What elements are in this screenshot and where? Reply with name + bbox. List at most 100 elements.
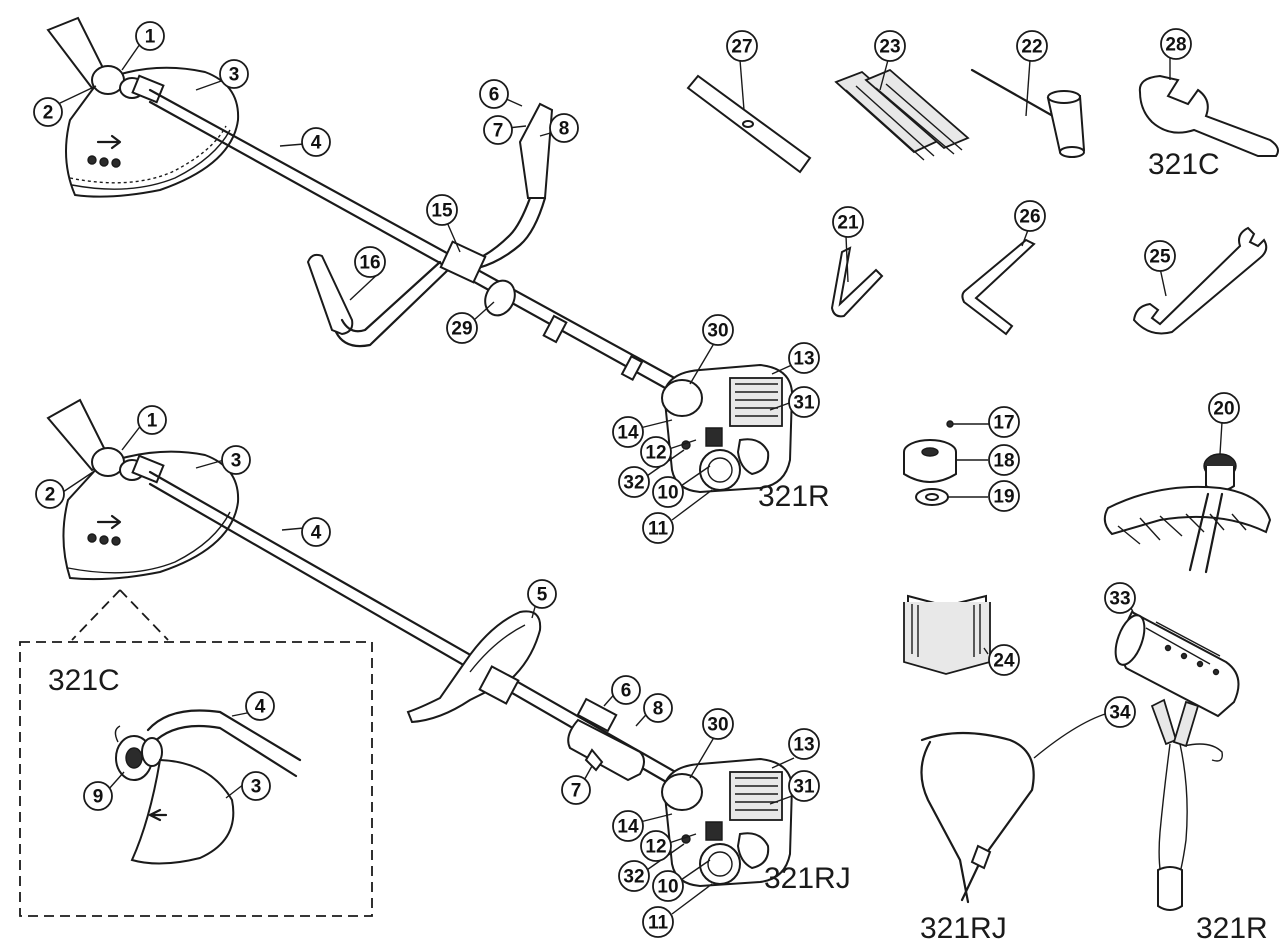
callout-label-b5: 5 xyxy=(537,585,548,606)
callout-label-a20: 20 xyxy=(1213,399,1234,420)
callout-circle-b13 xyxy=(788,728,820,760)
callout-label-c2: 2 xyxy=(43,103,54,124)
callout-label-b2: 2 xyxy=(45,485,56,506)
callout-label-a33: 33 xyxy=(1109,589,1130,610)
callout-circle-c3 xyxy=(219,59,249,89)
callout-label-a28: 28 xyxy=(1165,35,1186,56)
callout-label-b14: 14 xyxy=(617,817,639,838)
callout-label-b12: 12 xyxy=(645,837,666,858)
callout-circle-c16 xyxy=(354,246,386,278)
label-321rj-harness: 321RJ xyxy=(920,912,1007,945)
callout-circle-c13 xyxy=(788,342,820,374)
callout-circle-c4 xyxy=(301,127,331,157)
callout-circle-b31 xyxy=(788,770,820,802)
callout-circle-b12 xyxy=(640,830,672,862)
label-321r-top: 321R xyxy=(758,480,830,513)
callout-circle-b30 xyxy=(702,708,734,740)
callout-circle-b1 xyxy=(137,405,167,435)
bottom-assembly xyxy=(46,398,794,888)
callout-label-a24: 24 xyxy=(993,651,1015,672)
callout-label-a34: 34 xyxy=(1109,703,1131,724)
callout-label-a23: 23 xyxy=(879,37,900,58)
callout-label-c29: 29 xyxy=(451,319,472,340)
callout-label-c10: 10 xyxy=(657,483,678,504)
callout-label-a25: 25 xyxy=(1149,247,1171,268)
callout-circle-c12 xyxy=(640,436,672,468)
callout-label-b1: 1 xyxy=(147,411,158,432)
callout-label-c32: 32 xyxy=(623,473,644,494)
callout-circle-b14 xyxy=(612,810,644,842)
callout-label-c13: 13 xyxy=(793,349,814,370)
callout-label-b10: 10 xyxy=(657,877,678,898)
callout-label-c30: 30 xyxy=(707,321,728,342)
callout-label-a22: 22 xyxy=(1021,37,1042,58)
callout-label-b4: 4 xyxy=(311,523,322,544)
callout-circle-a24 xyxy=(988,644,1020,676)
leader-lines xyxy=(57,43,1223,915)
callout-circle-b10 xyxy=(652,870,684,902)
callout-circle-i9 xyxy=(83,781,113,811)
callout-circle-b6 xyxy=(611,675,641,705)
callout-circle-c32 xyxy=(618,466,650,498)
callout-circle-b11 xyxy=(642,906,674,938)
callout-label-c7: 7 xyxy=(493,121,504,142)
callout-label-c4: 4 xyxy=(311,133,322,154)
callout-circle-b3 xyxy=(221,445,251,475)
callout-circle-c14 xyxy=(612,416,644,448)
inset-321c xyxy=(19,589,373,917)
callout-label-c6: 6 xyxy=(489,85,500,106)
callout-circle-b5 xyxy=(527,579,557,609)
callout-circle-c2 xyxy=(33,97,63,127)
callout-label-b32: 32 xyxy=(623,867,644,888)
label-321rj-bottom: 321RJ xyxy=(764,862,851,895)
callout-circle-b2 xyxy=(35,479,65,509)
callout-circle-b8 xyxy=(643,693,673,723)
label-321c-inset: 321C xyxy=(48,664,120,697)
callout-label-c3: 3 xyxy=(229,65,240,86)
callout-circle-a20 xyxy=(1208,392,1240,424)
callout-label-a17: 17 xyxy=(993,413,1014,434)
callout-circle-b7 xyxy=(561,775,591,805)
callout-circle-c1 xyxy=(135,21,165,51)
callout-label-c14: 14 xyxy=(617,423,639,444)
callout-circle-a21 xyxy=(832,206,864,238)
label-321c-wrench: 321C xyxy=(1148,148,1220,181)
callout-label-b3: 3 xyxy=(231,451,242,472)
callout-circle-c30 xyxy=(702,314,734,346)
callout-circle-c7 xyxy=(483,115,513,145)
callout-label-b6: 6 xyxy=(621,681,632,702)
callout-circle-a22 xyxy=(1016,30,1048,62)
callout-label-c8: 8 xyxy=(559,119,570,140)
callout-circle-a33 xyxy=(1104,582,1136,614)
callout-circle-c11 xyxy=(642,512,674,544)
callout-label-b31: 31 xyxy=(793,777,815,798)
callout-label-i3: 3 xyxy=(251,777,262,798)
callout-label-b8: 8 xyxy=(653,699,664,720)
callout-circle-c29 xyxy=(446,312,478,344)
callout-circle-c8 xyxy=(549,113,579,143)
callout-label-b7: 7 xyxy=(571,781,582,802)
callout-circle-a34 xyxy=(1104,696,1136,728)
callout-circle-a25 xyxy=(1144,240,1176,272)
callout-circle-a18 xyxy=(988,444,1020,476)
callout-label-b11: 11 xyxy=(648,913,669,934)
callout-circle-a23 xyxy=(874,30,906,62)
top-assembly xyxy=(46,16,794,494)
callout-label-b30: 30 xyxy=(707,715,728,736)
callout-label-c12: 12 xyxy=(645,443,666,464)
callout-circle-c15 xyxy=(426,194,458,226)
callout-label-a19: 19 xyxy=(993,487,1014,508)
callout-label-c31: 31 xyxy=(793,393,815,414)
callout-circle-a19 xyxy=(988,480,1020,512)
callout-circle-a26 xyxy=(1014,200,1046,232)
callout-label-c15: 15 xyxy=(431,201,453,222)
label-321r-harness: 321R xyxy=(1196,912,1268,945)
callout-circle-i4 xyxy=(245,691,275,721)
callout-circle-b32 xyxy=(618,860,650,892)
callout-circle-a27 xyxy=(726,30,758,62)
callout-label-c16: 16 xyxy=(359,253,380,274)
callout-label-a26: 26 xyxy=(1019,207,1040,228)
callout-circle-i3 xyxy=(241,771,271,801)
callout-label-c11: 11 xyxy=(648,519,669,540)
